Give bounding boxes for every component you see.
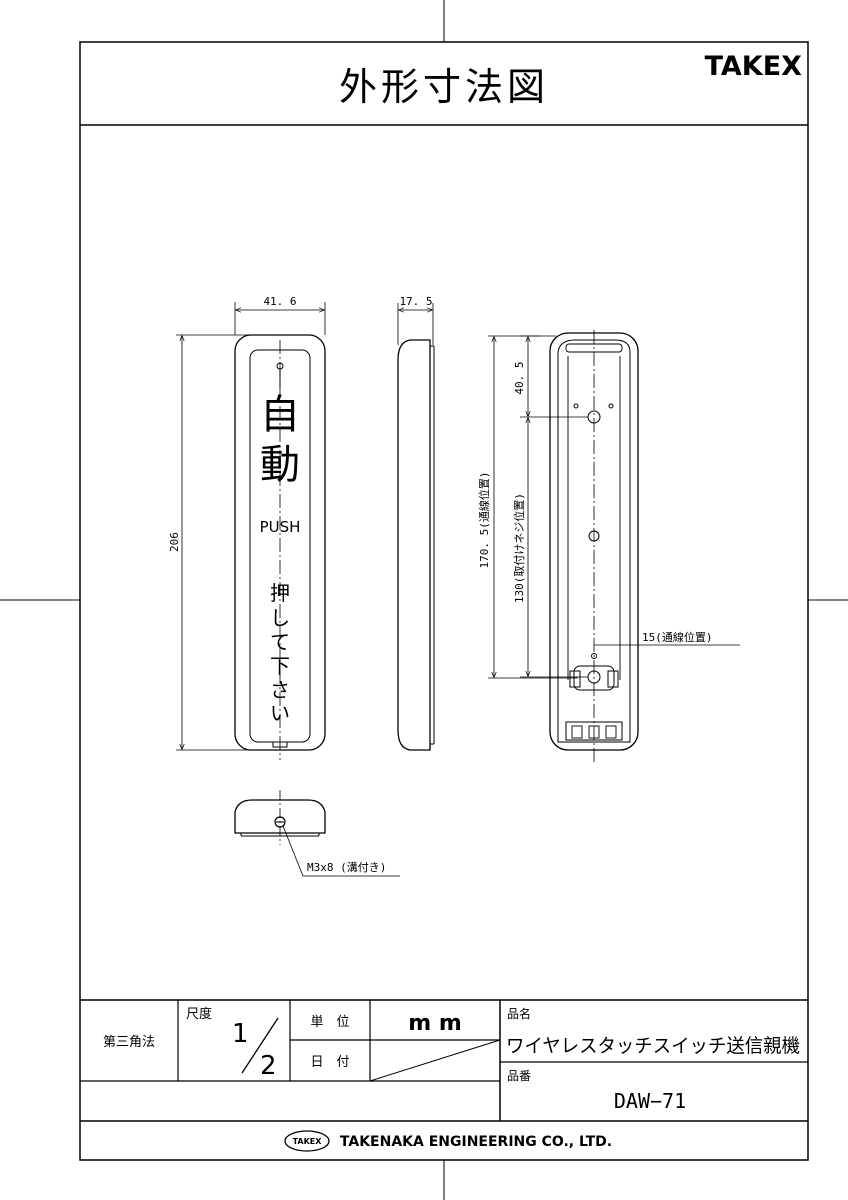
label-vertical-char: て (270, 630, 290, 654)
scale-label: 尺度 (186, 1006, 212, 1022)
label-vertical-char: 押 (270, 581, 290, 605)
brand-logo: TAKEX (705, 51, 803, 82)
screw-leader (282, 825, 400, 877)
screw-note: M3x8 (溝付き) (307, 861, 386, 874)
part-number: DAW−71 (614, 1089, 686, 1113)
bottom-view-outline (234, 799, 326, 834)
company-name: TAKENAKA ENGINEERING CO., LTD. (340, 1134, 612, 1150)
dimension-top-offset-label: 40. 5 (513, 361, 526, 394)
product-name: ワイヤレスタッチスイッチ送信親機 (506, 1035, 800, 1057)
dimension-top-offset (520, 335, 588, 418)
company-logo-mark (284, 1130, 330, 1152)
front-view: 自 動 PUSH 押 し て 下 さ い 41. 6 206 (168, 295, 326, 760)
rear-view-terminal-cell (605, 725, 617, 739)
projection-label: 第三角法 (103, 1035, 155, 1050)
date-label: 日 付 (310, 1055, 349, 1070)
unit-label: 単 位 (310, 1014, 349, 1030)
rear-view: 170. 5(通線位置) 40. 5 130(取付けネジ位置) 15(通線位置) (477, 330, 740, 765)
company-logo-text: TAKEX (293, 1137, 323, 1146)
dimension-width (234, 302, 326, 335)
drawing-title: 外形寸法図 (339, 65, 549, 109)
dimension-wiring-width-label: 15(通線位置) (642, 630, 713, 644)
rear-view-terminal (565, 721, 623, 741)
scale-denominator: 2 (260, 1051, 277, 1081)
sheet-frame (79, 41, 809, 1161)
front-view-bottom-notch (272, 741, 288, 748)
rear-view-small-hole (573, 403, 579, 409)
rear-view-wiring-hole (591, 653, 597, 659)
dimension-width-label: 41. 6 (263, 295, 296, 308)
rear-view-small-hole (608, 403, 614, 409)
label-push: PUSH (260, 518, 301, 536)
label-vertical-char: い (270, 701, 290, 725)
rear-view-terminal-cell (588, 725, 600, 739)
label-line1: 自 (260, 392, 300, 438)
unit-value: m m (408, 1011, 462, 1036)
date-cell-diagonal (369, 1039, 501, 1082)
dimension-wiring-height-label: 170. 5(通線位置) (477, 472, 491, 569)
dimension-depth (397, 303, 434, 345)
title-block: 第三角法 尺度 1 2 単 位 m m 日 付 品名 ワイヤレスタッチスイッチ送… (80, 999, 808, 1152)
bottom-view: M3x8 (溝付き) (234, 790, 400, 877)
dimension-depth-label: 17. 5 (399, 295, 432, 308)
dimension-screw-pitch-label: 130(取付けネジ位置) (512, 493, 526, 603)
side-view: 17. 5 (397, 295, 435, 751)
dimension-height-label: 206 (168, 532, 181, 552)
scale-numerator: 1 (232, 1019, 249, 1049)
rear-view-clip (569, 670, 581, 688)
product-name-label: 品名 (507, 1006, 531, 1021)
label-vertical-text: 押 し て 下 さ い (270, 581, 290, 725)
label-vertical-char: さ (270, 678, 290, 702)
rear-view-terminal-cell (571, 725, 583, 739)
dimension-height (176, 334, 272, 751)
dimension-wiring-height (488, 335, 578, 679)
label-line2: 動 (260, 442, 300, 488)
scale-fraction-slash (241, 1017, 279, 1074)
side-view-outline (397, 339, 431, 751)
rear-view-inner (557, 339, 631, 743)
bottom-view-screw (274, 816, 286, 828)
part-number-label: 品番 (507, 1069, 531, 1083)
label-vertical-char: し (270, 606, 290, 630)
dimension-screw-pitch (520, 418, 588, 678)
label-vertical-char: 下 (270, 654, 290, 678)
rear-view-mid-hole (588, 530, 600, 542)
rear-view-clip (607, 670, 619, 688)
